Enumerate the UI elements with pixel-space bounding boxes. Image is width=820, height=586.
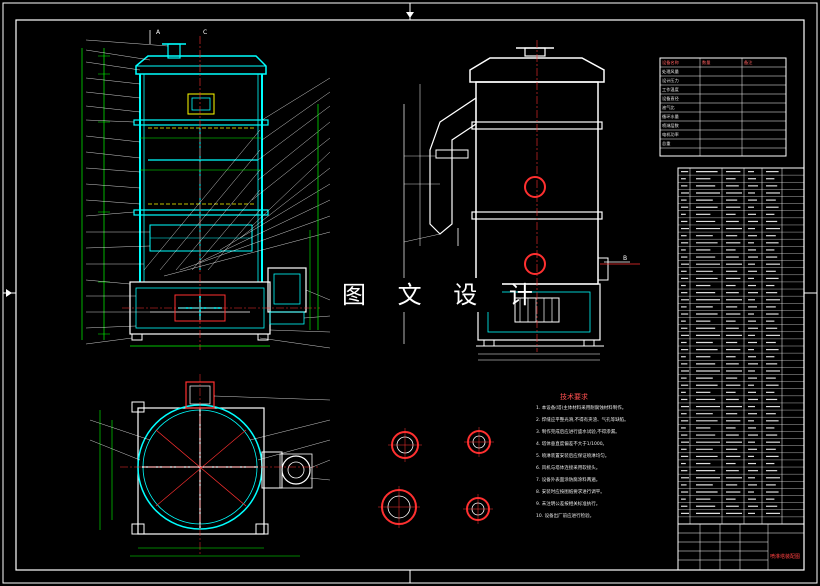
front-section-view [81,36,331,350]
tech-note-item: 9. 未注明公差按相关标准执行。 [536,502,601,507]
spec-cell: 设备名称 [662,60,679,65]
spec-table: 设备名称 数量 备注处理风量设计压力工作温度设备直径液气比循环水量喷淋层数电机功率总… [660,58,786,156]
spec-cell: 电机功率 [662,132,679,137]
tech-note-item: 5. 喷淋装置安装后应保证喷淋均匀。 [536,454,610,459]
tech-notes-title: 技术要求 [560,393,588,401]
spec-cell: 总重 [662,141,671,146]
section-label-a: A [156,29,161,36]
orient-mark-top [406,12,414,18]
spec-row: 设备名称 数量 备注 [660,58,786,67]
spec-cell: 液气比 [662,105,675,110]
spec-cell: 处理风量 [662,69,679,74]
spec-row: 工作温度 [660,85,786,94]
tech-note-item: 4. 塔体垂直度偏差不大于1/1000。 [536,442,608,447]
orient-mark-left [6,289,12,297]
drawing-name: 喷淋塔装配图 [770,554,801,560]
spec-row: 电机功率 [660,130,786,139]
spec-table-grid [659,57,787,157]
tech-note-item: 2. 焊缝应平整光滑,不得有夹渣、气孔等缺陷。 [536,418,629,423]
side-elevation-view [403,40,640,361]
tech-note-item: 3. 制作完成后应进行盛水试验,不得渗漏。 [536,430,620,435]
title-block [677,523,805,571]
spec-row: 总重 [660,139,786,148]
tech-note-item: 1. 本设备(塔)主体材料采用耐腐蚀材料制作。 [536,406,627,411]
spec-row: 设计压力 [660,76,786,85]
spec-cell: 设计压力 [662,78,679,83]
section-label-c: C [203,29,208,36]
nozzle-details [378,427,494,528]
spec-row: 液气比 [660,103,786,112]
spec-cell: 数量 [702,60,711,65]
spec-cell: 设备直径 [662,96,679,101]
spec-row: 处理风量 [660,67,786,76]
spec-cell: 工作温度 [662,87,679,92]
section-label-b: B [623,255,628,262]
section-arrows [149,30,630,263]
tech-note-item: 8. 安装时应按图纸要求进行调平。 [536,490,605,495]
spec-cell: 循环水量 [662,114,679,119]
plan-section-view [89,374,331,557]
spec-row: 循环水量 [660,112,786,121]
spec-row: 设备直径 [660,94,786,103]
tech-note-item: 10. 设备出厂前应进行检验。 [536,514,595,519]
watermark: 图 文 设 计 [336,278,533,312]
tech-note-item: 6. 风机与塔体连接采用软接头。 [536,466,601,471]
spec-cell: 备注 [744,60,753,65]
spec-cell: 喷淋层数 [662,123,679,128]
spec-row: 喷淋层数 [660,121,786,130]
tech-note-item: 7. 设备外表面涂防腐涂料两遍。 [536,478,601,483]
bom-table [677,167,805,525]
